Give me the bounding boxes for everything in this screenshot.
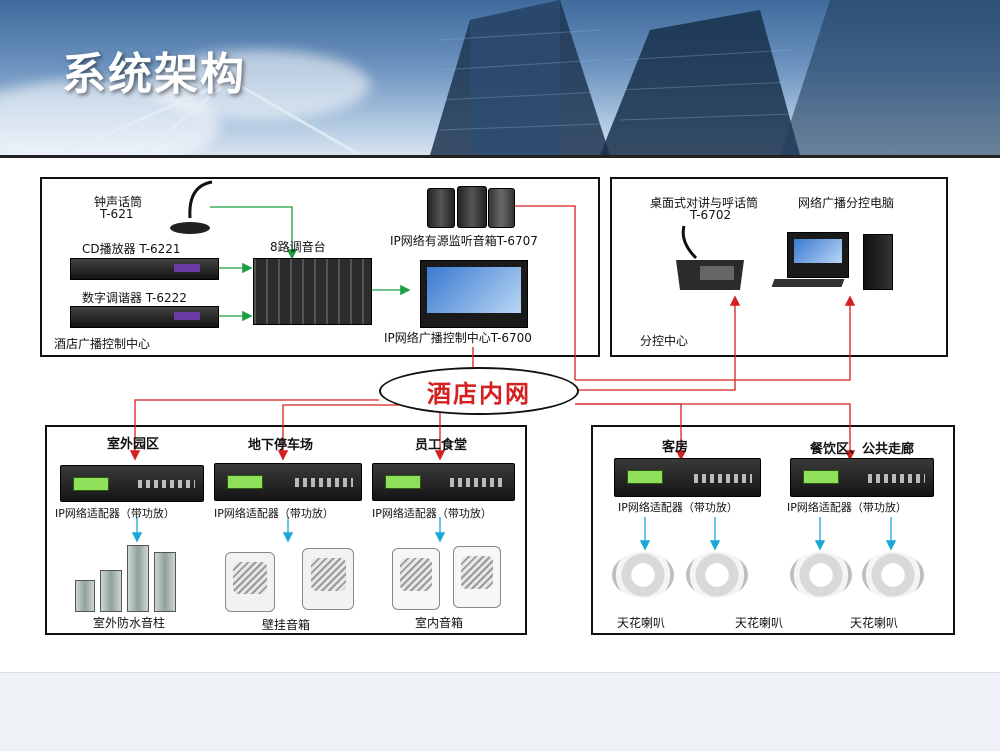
branch-center-label: 分控中心 — [640, 334, 689, 348]
adapter-label: IP网络适配器（带功放） — [787, 501, 907, 514]
building-graphic — [59, 0, 1000, 155]
zone-name: 餐饮区、公共走廊 — [810, 442, 915, 457]
wall-speaker-icon — [225, 552, 275, 612]
zone-name: 室外园区 — [107, 437, 160, 452]
ceiling-speaker-label: 天花喇叭 — [850, 616, 899, 630]
hotel-network-node: 酒店内网 — [379, 367, 579, 415]
speaker-label: 室内音箱 — [415, 616, 464, 630]
wall-speaker-icon — [302, 548, 354, 610]
ceiling-speaker-label: 天花喇叭 — [617, 616, 666, 630]
desk-mic-model: T-6702 — [690, 208, 732, 222]
column-speaker-icon — [75, 580, 95, 612]
monitor-speaker-icon — [427, 188, 455, 228]
ceiling-speaker-icon — [790, 552, 852, 598]
bell-mic-label: 钟声话筒 — [94, 195, 143, 209]
control-center-device-label: IP网络广播控制中心T-6700 — [384, 331, 532, 345]
column-speaker-icon — [127, 545, 149, 612]
desk-mic-label: 桌面式对讲与呼话筒 — [650, 196, 759, 210]
indoor-speaker-icon — [453, 546, 501, 608]
control-center-monitor — [420, 260, 528, 328]
ceiling-speaker-label: 天花喇叭 — [735, 616, 784, 630]
desk-microphone-icon — [676, 225, 744, 290]
header-divider — [0, 155, 1000, 158]
control-center-label: 酒店广播控制中心 — [54, 337, 151, 351]
pc-monitor-icon — [787, 232, 849, 278]
monitor-speaker-icon — [488, 188, 515, 228]
ip-adapter-device — [372, 463, 515, 501]
page-title: 系统架构 — [62, 49, 246, 100]
column-speaker-icon — [100, 570, 122, 612]
tuner-device — [70, 306, 219, 328]
speaker-label: 壁挂音箱 — [262, 618, 311, 632]
cd-player-label: CD播放器 T-6221 — [82, 242, 181, 256]
tuner-label: 数字调谐器 T-6222 — [82, 291, 187, 305]
cloud-decoration — [150, 50, 370, 120]
keyboard-icon — [771, 279, 845, 287]
header-banner: 系统架构 — [0, 0, 1000, 155]
ceiling-speaker-icon — [862, 552, 924, 598]
bell-mic-model: T-621 — [100, 207, 134, 221]
column-speaker-icon — [154, 552, 176, 612]
microphone-icon — [170, 180, 213, 234]
ip-adapter-device — [614, 458, 761, 497]
indoor-speaker-icon — [392, 548, 440, 610]
adapter-label: IP网络适配器（带功放） — [372, 507, 492, 520]
hotel-network-label: 酒店内网 — [427, 378, 531, 408]
cd-player-device — [70, 258, 219, 280]
ip-adapter-device — [60, 465, 204, 502]
zone-name: 客房 — [662, 440, 689, 455]
ceiling-speaker-icon — [612, 552, 674, 598]
adapter-label: IP网络适配器（带功放） — [214, 507, 334, 520]
ip-adapter-device — [790, 458, 934, 497]
monitor-speaker-label: IP网络有源监听音箱T-6707 — [390, 234, 538, 248]
pc-tower-icon — [863, 234, 893, 290]
footer-band — [0, 672, 1000, 751]
zone-name: 员工食堂 — [415, 438, 468, 453]
adapter-label: IP网络适配器（带功放） — [55, 507, 175, 520]
mixer-device — [253, 258, 372, 325]
monitor-speaker-icon — [457, 186, 487, 228]
zone-name: 地下停车场 — [248, 438, 314, 453]
ceiling-speaker-icon — [686, 552, 748, 598]
branch-pc-label: 网络广播分控电脑 — [798, 196, 895, 210]
adapter-label: IP网络适配器（带功放） — [618, 501, 738, 514]
mixer-label: 8路调音台 — [270, 240, 326, 254]
speaker-label: 室外防水音柱 — [93, 616, 166, 630]
ip-adapter-device — [214, 463, 362, 501]
